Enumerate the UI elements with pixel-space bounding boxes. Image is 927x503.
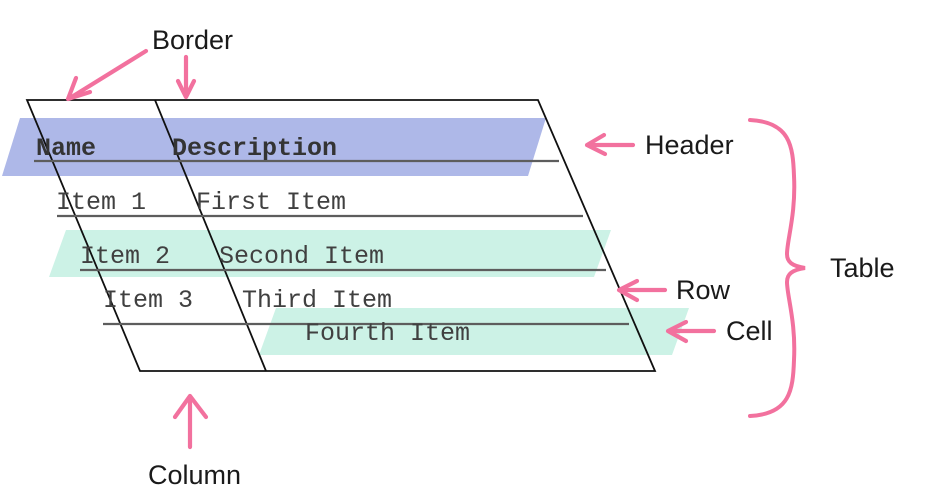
table-cell-row2-name: Item 2 bbox=[80, 242, 170, 271]
annotation-label-column: Column bbox=[148, 460, 241, 490]
annotation-label-row: Row bbox=[676, 275, 731, 305]
cell-arrow-icon bbox=[665, 319, 717, 344]
annotation-label-cell: Cell bbox=[726, 316, 773, 346]
cell-highlight-band bbox=[259, 308, 689, 355]
column-divider-line bbox=[154, 99, 267, 372]
row-arrow-icon bbox=[616, 278, 668, 303]
border-arrow-diagonal-icon bbox=[65, 48, 149, 102]
table-cell-row2-description: Second Item bbox=[219, 242, 384, 271]
table-border-outline bbox=[25, 99, 657, 372]
table-header-cell-name: Name bbox=[36, 134, 96, 163]
table-brace-icon bbox=[748, 118, 806, 418]
border-arrow-vertical-icon bbox=[175, 54, 197, 100]
column-arrow-icon bbox=[172, 393, 209, 450]
row-highlight-band bbox=[49, 230, 611, 277]
table-cell-row1-description: First Item bbox=[196, 188, 346, 217]
annotation-label-header: Header bbox=[645, 130, 734, 160]
table-cell-row3-name: Item 3 bbox=[103, 286, 193, 315]
table-cell-row1-name: Item 1 bbox=[56, 188, 146, 217]
table-header-cell-description: Description bbox=[172, 134, 337, 163]
header-arrow-icon bbox=[584, 132, 636, 157]
table-cell-floating-fourth-item: Fourth Item bbox=[305, 319, 470, 348]
table-cell-row3-description: Third Item bbox=[242, 286, 392, 315]
annotation-label-border: Border bbox=[152, 25, 233, 55]
annotation-label-table: Table bbox=[830, 253, 895, 283]
